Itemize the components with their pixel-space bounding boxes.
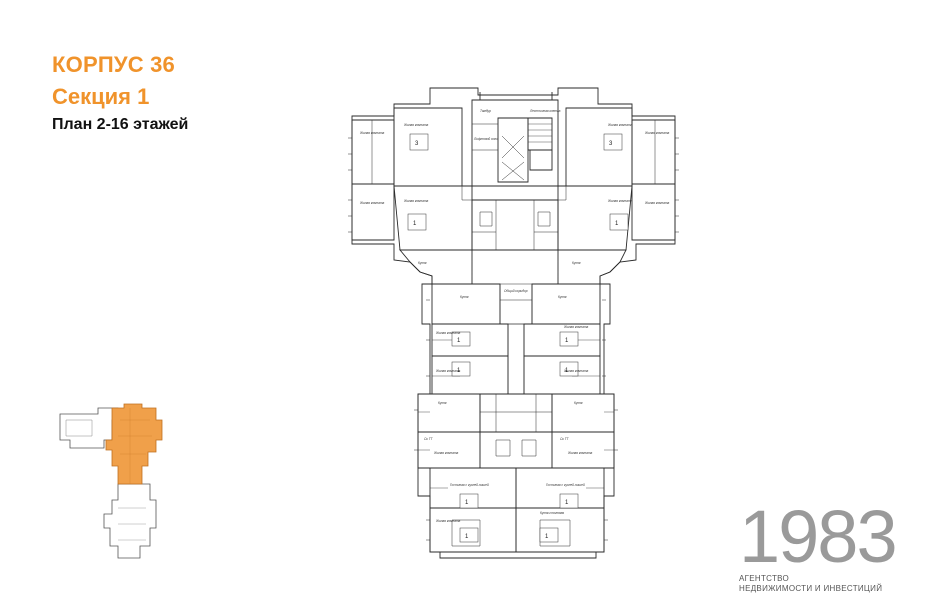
brand-line-2: НЕДВИЖИМОСТИ И ИНВЕСТИЦИЙ — [739, 584, 883, 593]
label-corridor: Общий коридор — [504, 289, 528, 293]
label-living-9: Жилая комната — [435, 331, 460, 335]
key-plan-highlight — [105, 403, 163, 485]
label-living-11: Жилая комната — [435, 369, 460, 373]
svg-text:1: 1 — [545, 534, 549, 540]
label-living-8: Жилая комната — [607, 199, 632, 203]
label-living-4: Жилая комната — [644, 131, 669, 135]
brand-line-1: АГЕНТСТВО — [739, 574, 790, 583]
room-count-digits: 3 3 1 1 1 1 1 1 1 1 1 1 — [413, 141, 619, 540]
building-title: КОРПУС 36 — [52, 52, 175, 77]
label-living-7: Жилая комната — [403, 199, 428, 203]
brand-logo: 1983 АГЕНТСТВО НЕДВИЖИМОСТИ И ИНВЕСТИЦИЙ — [739, 500, 919, 594]
label-living-3: Жилая комната — [359, 131, 384, 135]
svg-text:1: 1 — [457, 338, 461, 344]
label-living-6: Жилая комната — [644, 201, 669, 205]
svg-text:1: 1 — [615, 221, 619, 227]
svg-text:1: 1 — [565, 338, 569, 344]
section-title: Секция 1 — [52, 84, 150, 109]
svg-text:1: 1 — [457, 368, 461, 374]
label-balcony-2: Ск ТТ — [560, 437, 570, 441]
label-living-13: Жилая комната — [433, 451, 458, 455]
label-living-10: Жилая комната — [563, 325, 588, 329]
brand-year: 1983 — [739, 495, 898, 578]
label-living-15: Жилая комната — [435, 519, 460, 523]
plan-labels: Жилая комната Жилая комната Жилая комнат… — [359, 109, 669, 523]
key-plan — [59, 407, 157, 559]
label-kitchen-3: Кухня — [460, 295, 469, 299]
label-living-1: Жилая комната — [403, 123, 428, 127]
floor-plan — [351, 87, 676, 559]
window-marks — [348, 137, 679, 541]
svg-text:1: 1 — [465, 500, 469, 506]
plan-outline — [351, 87, 676, 559]
label-living-5: Жилая комната — [359, 201, 384, 205]
label-guest-1: Гостиная с кухней-нишей — [450, 483, 489, 487]
svg-text:1: 1 — [565, 368, 569, 374]
svg-text:1: 1 — [413, 221, 417, 227]
svg-text:3: 3 — [609, 141, 613, 147]
floors-title: План 2-16 этажей — [52, 116, 189, 133]
label-living-12: Жилая комната — [563, 369, 588, 373]
title-block: КОРПУС 36 Секция 1 План 2-16 этажей — [52, 52, 188, 134]
svg-text:3: 3 — [415, 141, 419, 147]
label-kitchen-dining: Кухня-столовая — [540, 511, 564, 515]
label-staircase: Лестничная клетка — [529, 109, 561, 113]
svg-text:1: 1 — [465, 534, 469, 540]
label-living-2: Жилая комната — [607, 123, 632, 127]
label-living-14: Жилая комната — [567, 451, 592, 455]
label-kitchen-4: Кухня — [558, 295, 567, 299]
label-kitchen-2: Кухня — [572, 261, 581, 265]
label-kitchen-6: Кухня — [574, 401, 583, 405]
svg-text:1: 1 — [565, 500, 569, 506]
label-vestibule: Тамбур — [480, 109, 491, 113]
label-guest-2: Гостиная с кухней-нишей — [546, 483, 585, 487]
label-balcony-1: Ск ТТ — [424, 437, 434, 441]
room-count-boxes — [407, 133, 629, 543]
label-lift-hall: Лифтовой холл — [473, 137, 498, 141]
label-kitchen-1: Кухня — [418, 261, 427, 265]
label-kitchen-5: Кухня — [438, 401, 447, 405]
